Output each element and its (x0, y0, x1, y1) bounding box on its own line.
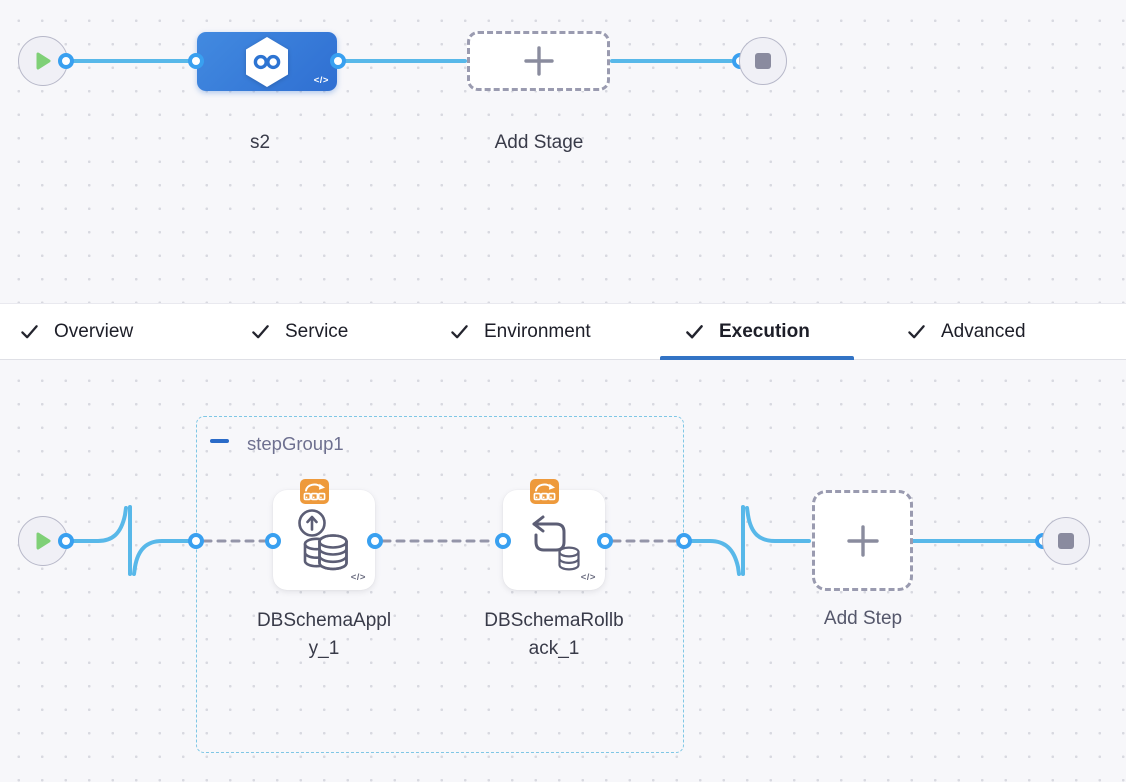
plus-icon (523, 46, 554, 76)
stage-out-port[interactable] (330, 53, 346, 69)
add-stage-label: Add Stage (494, 132, 584, 153)
step-code-icon: </> (350, 572, 366, 583)
step2-name-line1: DBSchemaRollb (484, 610, 624, 631)
stage-connectors (72, 59, 733, 63)
step1-in-port[interactable] (265, 533, 281, 549)
step-group-name: stepGroup1 (247, 433, 344, 454)
step-node-dbschemaapply[interactable]: </> (273, 490, 375, 590)
check-icon (252, 325, 269, 339)
check-icon (451, 325, 468, 339)
stop-icon (1058, 533, 1074, 549)
check-icon (686, 325, 703, 339)
tab-advanced[interactable]: Advanced (907, 304, 1026, 359)
execution-start-port[interactable] (58, 533, 74, 549)
active-tab-underline (660, 356, 854, 360)
step2-name-line2: ack_1 (528, 638, 580, 659)
looping-strategy-badge[interactable] (530, 479, 559, 504)
stage-in-port[interactable] (188, 53, 204, 69)
check-icon (908, 325, 925, 339)
step-group-container[interactable] (196, 416, 684, 753)
stage-canvas: </> s2 Add Stage (0, 0, 1126, 303)
add-step-button[interactable] (812, 490, 913, 591)
tab-overview[interactable]: Overview (20, 304, 133, 359)
collapse-group-button[interactable] (210, 434, 229, 448)
step2-name-label: DBSchemaRollb ack_1 (459, 607, 649, 663)
step1-name-label: DBSchemaAppl y_1 (229, 607, 419, 663)
check-icon (21, 325, 38, 339)
tab-label: Environment (484, 320, 591, 342)
stage-tabbar: Overview Service Environment Execution A… (0, 303, 1126, 360)
group-out-port[interactable] (676, 533, 692, 549)
tab-environment[interactable]: Environment (450, 304, 591, 359)
step2-out-port[interactable] (597, 533, 613, 549)
minus-icon (210, 439, 229, 443)
add-step-label: Add Step (823, 608, 903, 629)
tab-label: Advanced (941, 320, 1026, 342)
stop-icon (755, 53, 771, 69)
step1-name-line2: y_1 (308, 638, 340, 659)
step2-in-port[interactable] (495, 533, 511, 549)
db-schema-rollback-icon (532, 515, 580, 571)
play-icon (36, 52, 50, 70)
stage-code-icon: </> (313, 75, 329, 86)
step1-name-line1: DBSchemaAppl (256, 610, 392, 631)
stage-name-label: s2 (249, 132, 271, 153)
looping-strategy-badge[interactable] (300, 479, 329, 504)
db-schema-apply-icon (298, 509, 348, 571)
add-stage-button[interactable] (467, 31, 610, 91)
tab-label: Service (285, 320, 349, 342)
group-in-port[interactable] (188, 533, 204, 549)
execution-canvas: stepGroup1 </> (0, 360, 1126, 782)
execution-connectors (72, 505, 1037, 576)
step1-out-port[interactable] (367, 533, 383, 549)
stage-node-s2[interactable]: </> (197, 32, 337, 91)
tab-service[interactable]: Service (251, 304, 348, 359)
step-node-dbschemarollback[interactable]: </> (503, 490, 605, 590)
pipeline-end-node (739, 37, 787, 85)
tab-label: Overview (54, 320, 134, 342)
step-code-icon: </> (580, 572, 596, 583)
start-port[interactable] (58, 53, 74, 69)
execution-end-node (1042, 517, 1090, 565)
tab-execution[interactable]: Execution (685, 304, 810, 359)
plus-icon (846, 524, 879, 557)
pipeline-hexagon-icon (246, 36, 288, 87)
play-icon (36, 532, 50, 550)
tab-label: Execution (719, 320, 810, 342)
